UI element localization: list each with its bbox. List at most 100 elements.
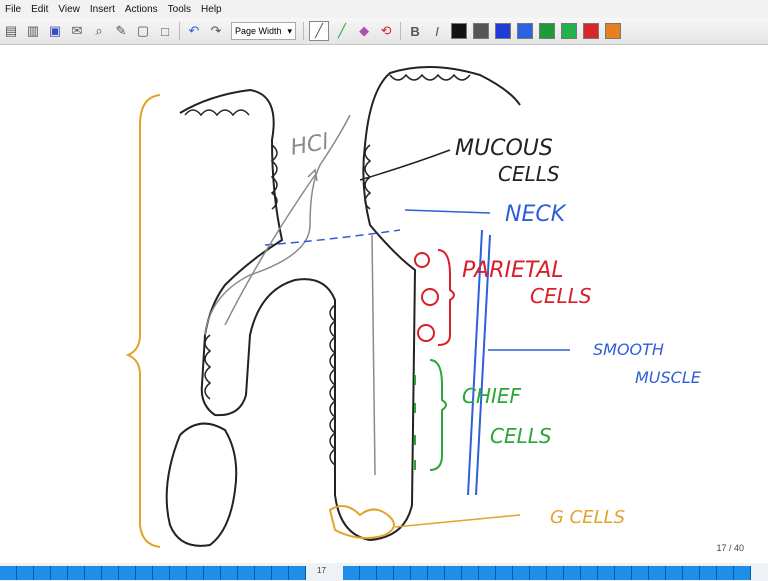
page-navigator: 17: [0, 563, 768, 581]
page-slot[interactable]: [187, 566, 204, 580]
color-swatch[interactable]: [517, 23, 533, 39]
color-swatch[interactable]: [473, 23, 489, 39]
gland-base-lobe: [167, 424, 237, 546]
page-thumbnails-left[interactable]: [0, 566, 306, 580]
page-slot[interactable]: [479, 566, 496, 580]
page-slot[interactable]: [0, 566, 17, 580]
page-slot[interactable]: [34, 566, 51, 580]
menu-help[interactable]: Help: [196, 4, 227, 15]
page-slot[interactable]: [119, 566, 136, 580]
parietal-label: PARIETAL: [462, 258, 564, 283]
color-swatch[interactable]: [583, 23, 599, 39]
page-slot[interactable]: [136, 566, 153, 580]
color-swatch[interactable]: [539, 23, 555, 39]
email-icon[interactable]: ✉: [68, 22, 86, 40]
gland-brace: [128, 95, 160, 547]
mucous-label: MUCOUS: [455, 136, 553, 161]
mucous-cells-label: CELLS: [498, 162, 560, 186]
page-slot[interactable]: [513, 566, 530, 580]
hcl-label: HCl: [289, 130, 331, 161]
page-slot[interactable]: [17, 566, 34, 580]
page-slot[interactable]: [649, 566, 666, 580]
color-swatch[interactable]: [605, 23, 621, 39]
eraser-icon[interactable]: ◆: [355, 22, 373, 40]
color-swatch[interactable]: [561, 23, 577, 39]
highlighter-icon[interactable]: ╱: [333, 22, 351, 40]
menu-actions[interactable]: Actions: [120, 4, 163, 15]
page-slot[interactable]: [68, 566, 85, 580]
current-page-number: 17: [300, 566, 343, 575]
page-slot[interactable]: [153, 566, 170, 580]
page-slot[interactable]: [615, 566, 632, 580]
page-slot[interactable]: [717, 566, 734, 580]
g-cells-label: G CELLS: [550, 507, 625, 528]
page-slot[interactable]: [360, 566, 377, 580]
page-slot[interactable]: [255, 566, 272, 580]
redo-icon[interactable]: ↷: [207, 22, 225, 40]
parietal-cell: [418, 325, 434, 341]
muscle-label: MUSCLE: [635, 368, 702, 387]
mucous-pointer: [360, 150, 450, 180]
page-slot[interactable]: [700, 566, 717, 580]
page-icon[interactable]: ▢: [134, 22, 152, 40]
lasso-icon[interactable]: ⟲: [377, 22, 395, 40]
menu-tools[interactable]: Tools: [163, 4, 196, 15]
menu-insert[interactable]: Insert: [85, 4, 120, 15]
page-slot[interactable]: [462, 566, 479, 580]
page-slot[interactable]: [221, 566, 238, 580]
page-slot[interactable]: [530, 566, 547, 580]
drawing-canvas[interactable]: HCl MUCOUS CELLS NECK PARIETAL CELLS SMO…: [10, 45, 760, 563]
page-slot[interactable]: [343, 566, 360, 580]
page-slot[interactable]: [428, 566, 445, 580]
menu-bar: File Edit View Insert Actions Tools Help: [0, 0, 768, 18]
page-slot[interactable]: [547, 566, 564, 580]
find-icon[interactable]: ⌕: [90, 22, 108, 40]
zoom-label: Page Width: [235, 26, 282, 36]
box-icon[interactable]: □: [156, 22, 174, 40]
g-cells-pointer: [395, 515, 520, 527]
menu-file[interactable]: File: [0, 4, 26, 15]
zoom-select[interactable]: Page Width ▾: [231, 22, 296, 40]
bold-icon[interactable]: B: [406, 22, 424, 40]
page-slot[interactable]: [666, 566, 683, 580]
page-slot[interactable]: [272, 566, 289, 580]
page-slot[interactable]: [632, 566, 649, 580]
page-slot[interactable]: [411, 566, 428, 580]
pen-icon[interactable]: ╱: [309, 21, 329, 41]
neck-pointer: [405, 210, 490, 213]
page-slot[interactable]: [734, 566, 751, 580]
page-slot[interactable]: [581, 566, 598, 580]
page-slot[interactable]: [598, 566, 615, 580]
page-slot[interactable]: [394, 566, 411, 580]
page-slot[interactable]: [170, 566, 187, 580]
menu-view[interactable]: View: [53, 4, 85, 15]
smooth-label: SMOOTH: [593, 340, 664, 359]
page-thumbnails-right[interactable]: [343, 566, 751, 580]
open-icon[interactable]: ▥: [24, 22, 42, 40]
menu-edit[interactable]: Edit: [26, 4, 53, 15]
save-icon[interactable]: ▣: [46, 22, 64, 40]
g-cell-cluster: [330, 506, 394, 538]
chevron-down-icon: ▾: [288, 26, 293, 37]
page-slot[interactable]: [496, 566, 513, 580]
page-slot[interactable]: [51, 566, 68, 580]
page-slot[interactable]: [683, 566, 700, 580]
color-swatch[interactable]: [495, 23, 511, 39]
page-slot[interactable]: [204, 566, 221, 580]
chief-brace: [430, 360, 446, 470]
neck-label: NECK: [505, 202, 567, 227]
italic-icon[interactable]: I: [428, 22, 446, 40]
page-slot[interactable]: [102, 566, 119, 580]
page-slot[interactable]: [445, 566, 462, 580]
new-page-icon[interactable]: ▤: [2, 22, 20, 40]
page-slot[interactable]: [85, 566, 102, 580]
undo-icon[interactable]: ↶: [185, 22, 203, 40]
page-slot[interactable]: [564, 566, 581, 580]
page-indicator: 17 / 40: [716, 543, 744, 553]
chief-cells-label: CELLS: [490, 424, 552, 448]
page-slot[interactable]: [377, 566, 394, 580]
page-slot[interactable]: [238, 566, 255, 580]
color-swatch[interactable]: [451, 23, 467, 39]
gastric-gland-drawing: HCl MUCOUS CELLS NECK PARIETAL CELLS SMO…: [10, 45, 760, 563]
tools-icon[interactable]: ✎: [112, 22, 130, 40]
